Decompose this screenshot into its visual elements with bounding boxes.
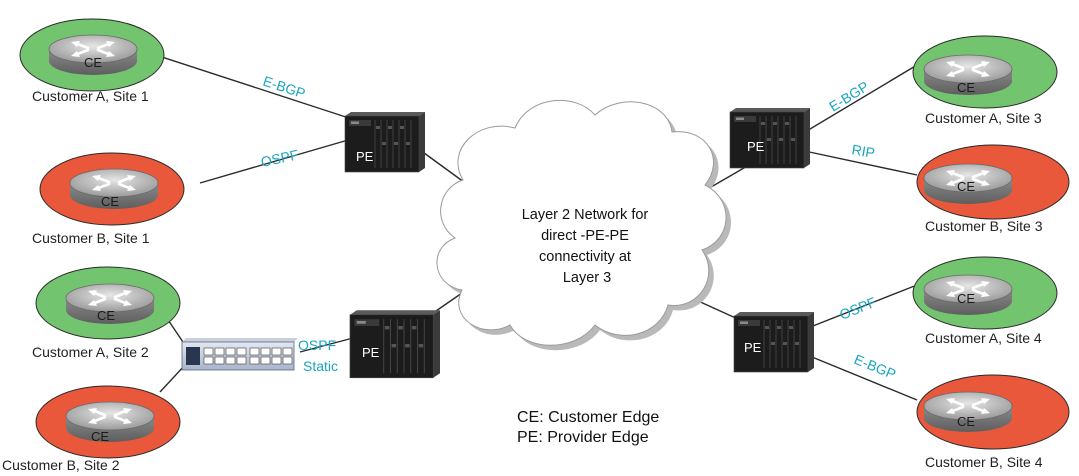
router-icon xyxy=(64,400,156,444)
pe-label: PE xyxy=(747,139,765,154)
switch-icon xyxy=(181,338,298,371)
ce-label: CE xyxy=(957,414,975,429)
ce-label: CE xyxy=(84,55,102,70)
pe-label: PE xyxy=(744,340,762,355)
legend-ce: CE: Customer Edge xyxy=(517,409,659,426)
site-a4: CE Customer A, Site 4 xyxy=(912,256,1058,346)
svg-text:Layer 2 Network for dire: Layer 2 Network for direct -PE-PE connec… xyxy=(522,207,653,286)
site-label-b1: Customer B, Site 1 xyxy=(32,230,150,246)
pe-left-top: PE xyxy=(344,111,426,173)
ce-label: CE xyxy=(91,429,109,444)
cloud-text-line-2: direct -PE-PE xyxy=(541,228,629,244)
legend-pe: PE: Provider Edge xyxy=(517,429,649,446)
site-label-b2: Customer B, Site 2 xyxy=(2,457,120,473)
cloud-text-line-1: Layer 2 Network for xyxy=(522,207,649,223)
ce-label: CE xyxy=(957,179,975,194)
pe-right-bottom: PE xyxy=(733,311,815,373)
legend: CE: Customer Edge PE: Provider Edge xyxy=(517,409,659,446)
pe-right-top: PE xyxy=(729,107,811,169)
site-a1: CE Customer A, Site 1 xyxy=(19,18,165,104)
site-b2: CE Customer B, Site 2 xyxy=(2,385,181,473)
pe-router-icon xyxy=(729,107,811,169)
protocol-label-b4: E-BGP xyxy=(852,351,898,382)
pe-left-bottom: PE xyxy=(349,309,441,379)
cloud-text-line-4: Layer 3 xyxy=(563,270,611,286)
protocol-label-b3: RIP xyxy=(850,141,876,161)
pe-label: PE xyxy=(362,345,380,360)
pe-router-icon xyxy=(349,309,441,379)
ce-label: CE xyxy=(957,291,975,306)
site-a3: CE Customer A, Site 3 xyxy=(912,35,1058,126)
site-b1: CE Customer B, Site 1 xyxy=(32,152,185,246)
protocol-label-b1: OSPF xyxy=(259,146,300,170)
protocol-label-switch-bottom: Static xyxy=(303,358,338,374)
ce-label: CE xyxy=(97,308,115,323)
ce-label: CE xyxy=(101,194,119,209)
site-label-b3: Customer B, Site 3 xyxy=(925,218,1043,234)
site-a2: CE Customer A, Site 2 xyxy=(32,266,181,360)
site-b3: CE Customer B, Site 3 xyxy=(916,144,1070,234)
site-b4: CE Customer B, Site 4 xyxy=(916,374,1070,470)
site-label-a3: Customer A, Site 3 xyxy=(925,110,1042,126)
ce-label: CE xyxy=(957,80,975,95)
site-label-b4: Customer B, Site 4 xyxy=(925,454,1043,470)
cloud-text-line-3: connectivity at xyxy=(539,249,631,265)
pe-label: PE xyxy=(356,149,374,164)
protocol-label-a4: OSPF xyxy=(837,294,878,323)
layer2-cloud: Layer 2 Network for direct -PE-PE connec… xyxy=(436,99,732,351)
site-label-a4: Customer A, Site 4 xyxy=(925,330,1042,346)
site-label-a2: Customer A, Site 2 xyxy=(32,344,149,360)
protocol-label-switch-top: OSPF xyxy=(298,337,336,353)
site-label-a1: Customer A, Site 1 xyxy=(32,88,149,104)
